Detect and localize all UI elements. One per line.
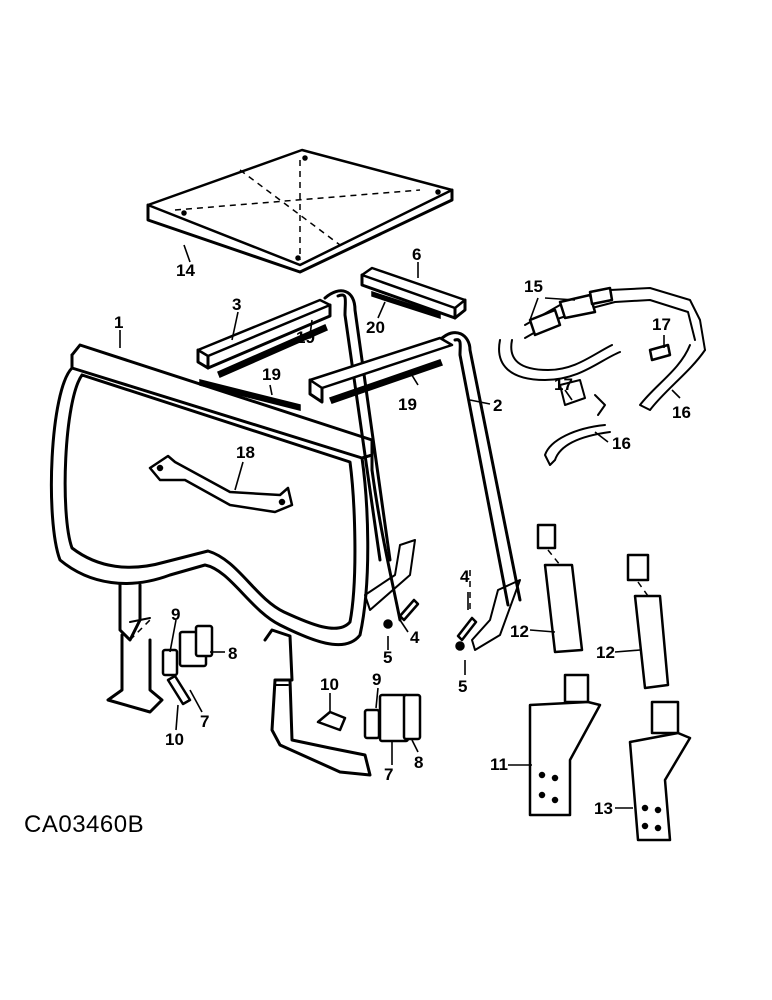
callout-12b: 12 bbox=[596, 643, 615, 662]
bracket-set-right bbox=[316, 693, 422, 743]
callout-7b: 7 bbox=[384, 765, 393, 784]
cross-bar-rear bbox=[196, 298, 332, 378]
callout-8a: 8 bbox=[228, 644, 237, 663]
callout-17b: 17 bbox=[554, 375, 573, 394]
callout-10a: 10 bbox=[165, 730, 184, 749]
callout-16a: 16 bbox=[612, 434, 631, 453]
callout-12a: 12 bbox=[510, 622, 529, 641]
callout-5a: 5 bbox=[383, 648, 392, 667]
callout-9b: 9 bbox=[372, 670, 381, 689]
extension-tube-1 bbox=[536, 523, 584, 654]
callout-19a: 19 bbox=[296, 328, 315, 347]
callout-9a: 9 bbox=[171, 605, 180, 624]
callout-4a: 4 bbox=[460, 567, 470, 586]
callout-17a: 17 bbox=[652, 315, 671, 334]
grab-handle bbox=[148, 454, 294, 514]
callout-1: 1 bbox=[114, 313, 123, 332]
callout-13: 13 bbox=[594, 799, 613, 818]
fasteners bbox=[383, 570, 478, 651]
callout-6: 6 bbox=[412, 245, 421, 264]
callout-10b: 10 bbox=[320, 675, 339, 694]
callouts: 1 2 3 4 4 5 5 6 7 7 8 8 9 9 10 10 11 12 … bbox=[114, 245, 691, 818]
front-frame bbox=[49, 343, 402, 646]
callout-15: 15 bbox=[524, 277, 543, 296]
extension-tube-2 bbox=[626, 553, 670, 690]
cross-bar-front bbox=[360, 266, 467, 320]
callout-4b: 4 bbox=[410, 628, 420, 647]
callout-3: 3 bbox=[232, 295, 241, 314]
callout-8b: 8 bbox=[414, 753, 423, 772]
callout-16b: 16 bbox=[672, 403, 691, 422]
roll-bar-frame bbox=[199, 289, 522, 651]
figure-code: CA03460B bbox=[24, 811, 144, 838]
left-leg-front bbox=[106, 583, 164, 714]
seat-belt-assembly bbox=[498, 286, 706, 466]
callout-18: 18 bbox=[236, 443, 255, 462]
bracket-set-left bbox=[161, 624, 214, 706]
callout-7a: 7 bbox=[200, 712, 209, 731]
callout-14: 14 bbox=[176, 261, 195, 280]
callout-5b: 5 bbox=[458, 677, 467, 696]
callout-2: 2 bbox=[493, 396, 502, 415]
mount-plate-13 bbox=[628, 700, 692, 842]
roof-panel bbox=[146, 148, 454, 274]
left-leg-rear bbox=[263, 628, 372, 777]
leader-lines bbox=[119, 244, 681, 809]
mount-plate-11 bbox=[528, 673, 602, 817]
callout-19b: 19 bbox=[262, 365, 281, 384]
callout-20: 20 bbox=[366, 318, 385, 337]
callout-11: 11 bbox=[490, 755, 508, 774]
callout-19c: 19 bbox=[398, 395, 417, 414]
